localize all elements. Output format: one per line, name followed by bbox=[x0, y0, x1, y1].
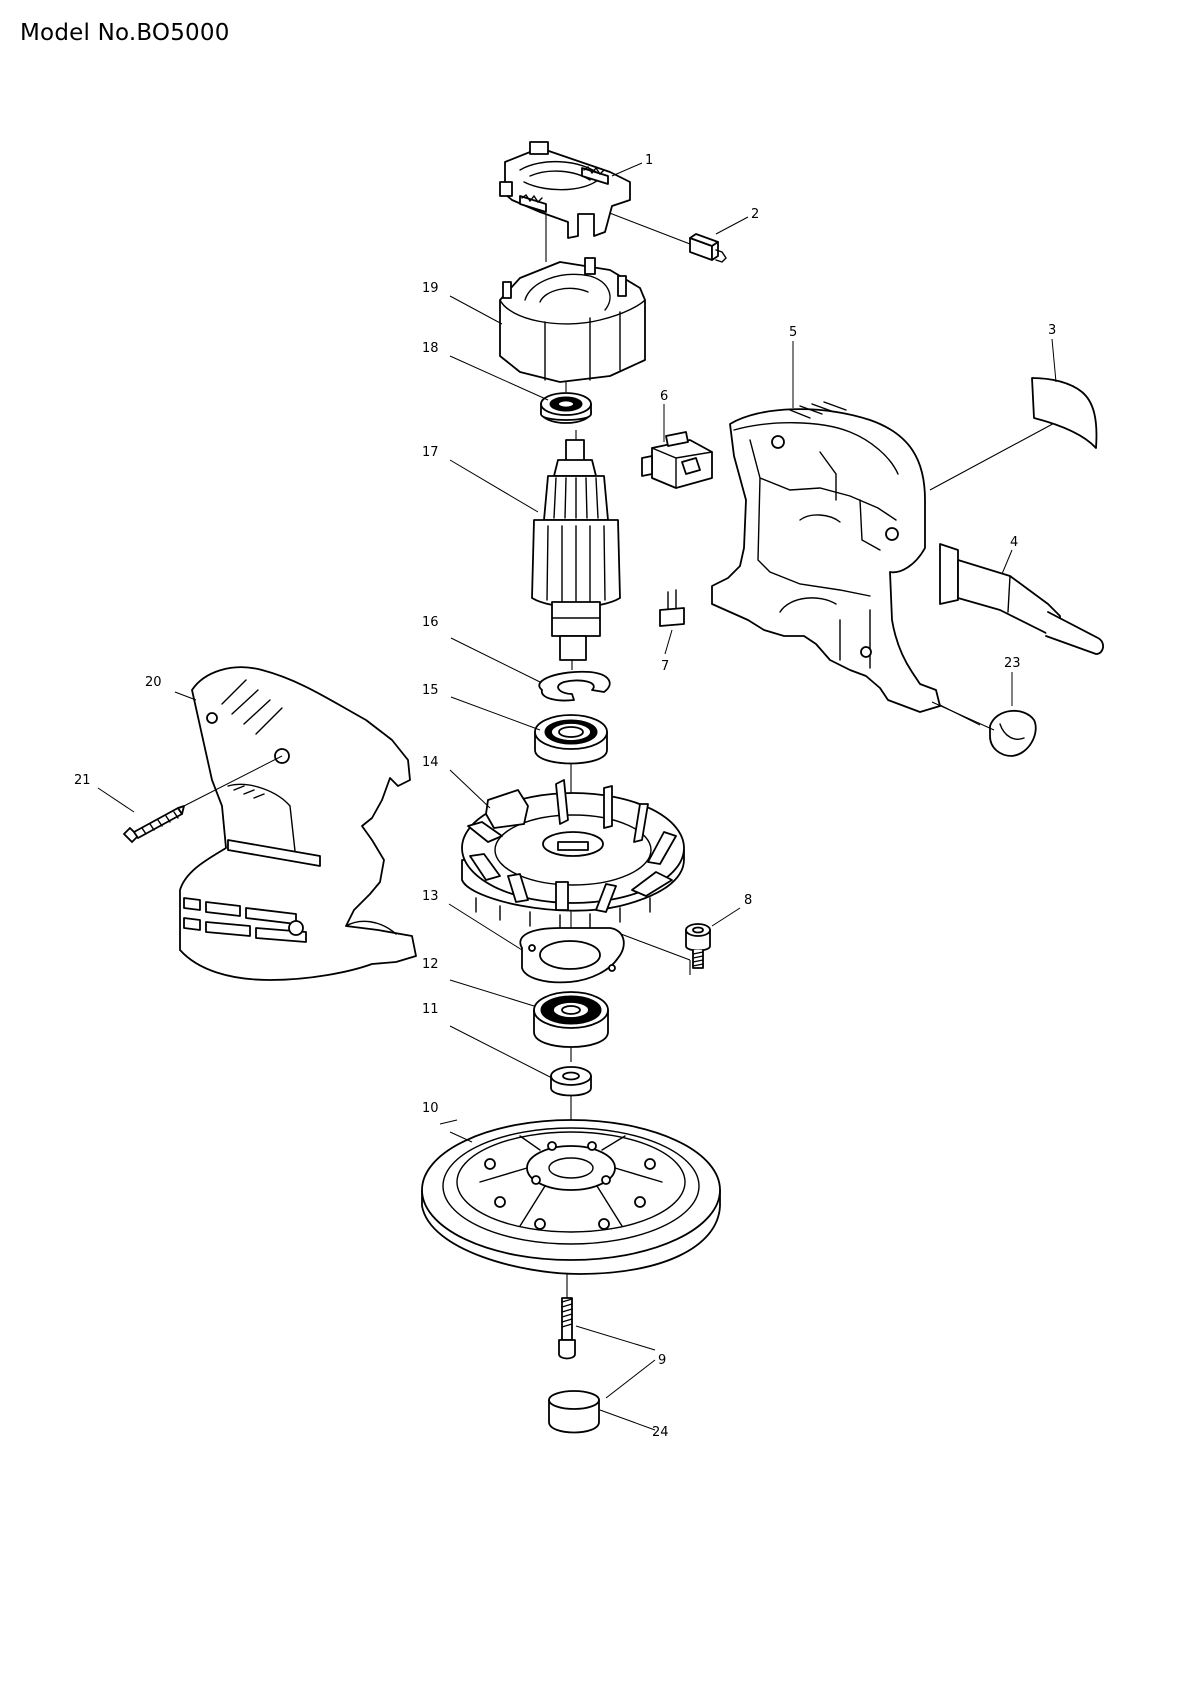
label-part-21: 21 bbox=[74, 773, 91, 788]
label-part-6: 6 bbox=[660, 389, 668, 404]
part-9-pad-bolt-icon bbox=[558, 1297, 576, 1360]
part-15-ball-bearing-icon bbox=[534, 714, 608, 765]
label-part-23: 23 bbox=[1004, 656, 1021, 671]
part-5-handle-housing-icon bbox=[711, 401, 941, 713]
part-8-hex-socket-bolt-icon bbox=[685, 923, 711, 969]
part-7-noise-suppressor-icon bbox=[659, 589, 685, 627]
label-part-4: 4 bbox=[1010, 535, 1018, 550]
label-part-15: 15 bbox=[422, 683, 439, 698]
part-17-armature-icon bbox=[531, 439, 621, 661]
label-part-11: 11 bbox=[422, 1002, 439, 1017]
part-6-switch-icon bbox=[641, 431, 713, 489]
label-part-16: 16 bbox=[422, 615, 439, 630]
label-part-5: 5 bbox=[789, 325, 797, 340]
label-part-1: 1 bbox=[645, 153, 653, 168]
part-10-sanding-pad-icon bbox=[421, 1119, 721, 1275]
label-part-8: 8 bbox=[744, 893, 752, 908]
part-19-field-icon bbox=[499, 257, 646, 383]
part-14-fan-icon bbox=[461, 779, 685, 930]
part-4-cord-guard-icon bbox=[939, 543, 1104, 655]
part-12-ball-bearing-icon bbox=[533, 991, 609, 1048]
part-11-spacer-icon bbox=[550, 1066, 592, 1097]
part-18-ball-bearing-icon bbox=[540, 392, 592, 424]
label-part-9: 9 bbox=[658, 1353, 666, 1368]
part-23-cord-icon bbox=[989, 709, 1037, 757]
part-20-motor-housing-icon bbox=[179, 666, 417, 981]
part-3-name-plate-icon bbox=[1031, 377, 1098, 449]
label-part-17: 17 bbox=[422, 445, 439, 460]
part-2-carbon-brush-icon bbox=[689, 233, 727, 263]
label-part-20: 20 bbox=[145, 675, 162, 690]
label-part-3: 3 bbox=[1048, 323, 1056, 338]
part-number-labels: 1 2 3 4 5 6 7 8 9 10 11 12 13 14 15 16 1… bbox=[74, 153, 1056, 1440]
label-part-12: 12 bbox=[422, 957, 439, 972]
part-1-brush-holder-icon bbox=[499, 141, 631, 239]
part-16-baffle-plate-icon bbox=[538, 670, 611, 702]
page-title: Model No.BO5000 bbox=[20, 20, 230, 46]
part-24-rubber-cap-icon bbox=[548, 1390, 600, 1434]
label-part-19: 19 bbox=[422, 281, 439, 296]
label-part-14: 14 bbox=[422, 755, 439, 770]
part-13-bearing-retainer-icon bbox=[519, 927, 625, 984]
label-part-10: 10 bbox=[422, 1101, 439, 1116]
label-part-13: 13 bbox=[422, 889, 439, 904]
label-part-18: 18 bbox=[422, 341, 439, 356]
leader-lines bbox=[97, 162, 1057, 1431]
label-part-2: 2 bbox=[751, 207, 759, 222]
label-part-24: 24 bbox=[652, 1425, 669, 1440]
label-part-7: 7 bbox=[661, 659, 669, 674]
